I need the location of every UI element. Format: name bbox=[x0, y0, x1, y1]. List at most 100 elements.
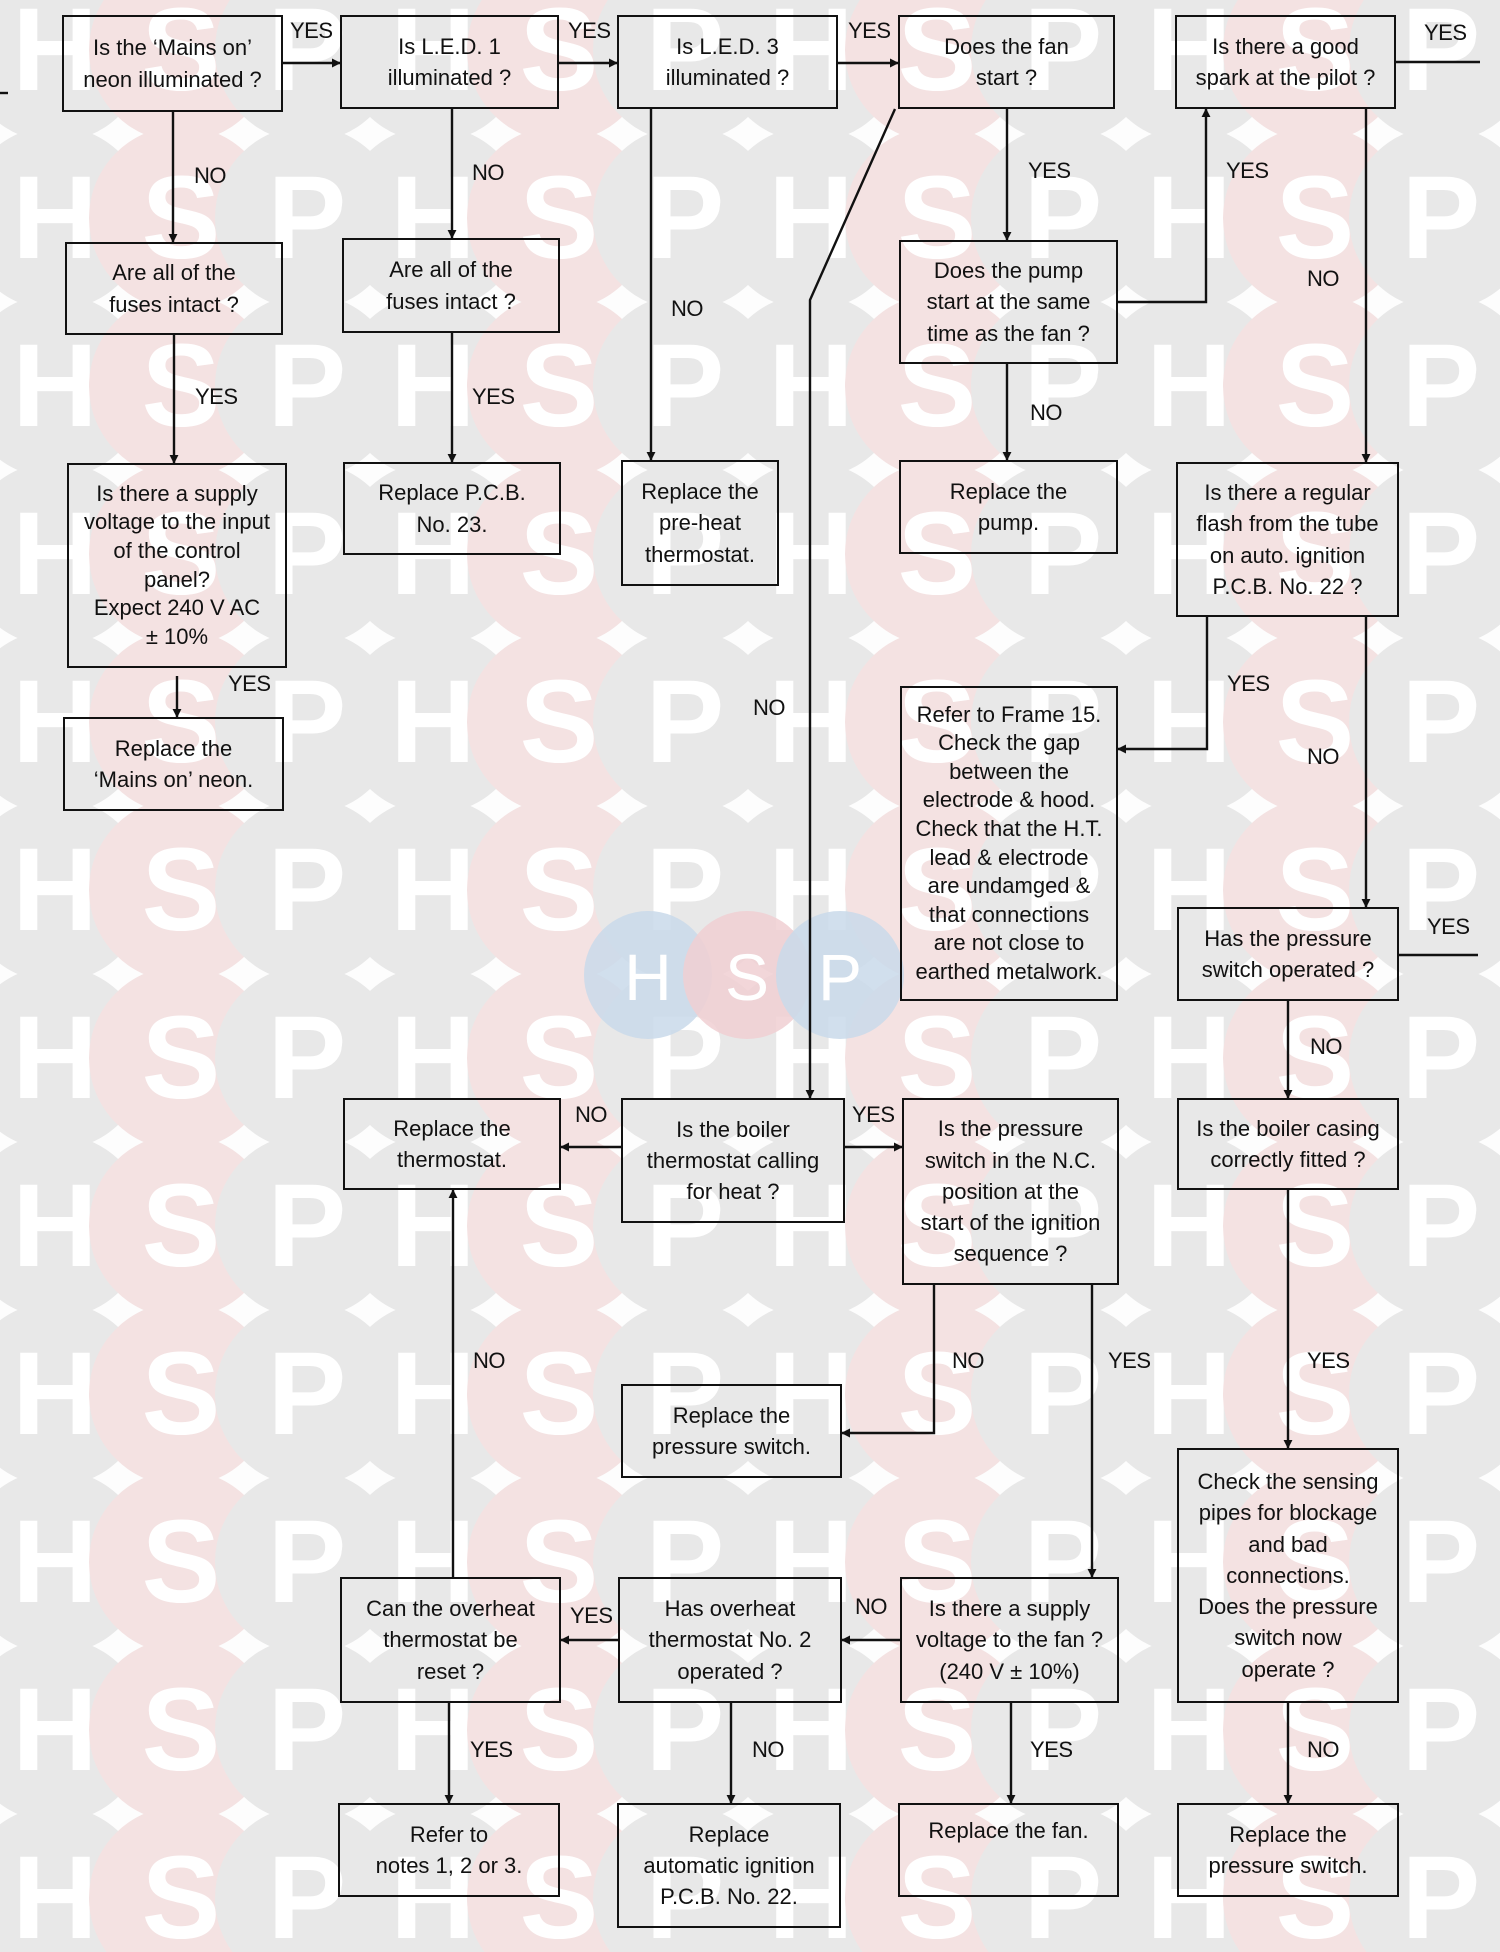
watermark-letter: P bbox=[268, 1160, 347, 1292]
watermark-letter: H bbox=[768, 1496, 853, 1628]
watermark-letter: H bbox=[1146, 1832, 1231, 1952]
watermark-letter: S bbox=[1276, 320, 1355, 452]
watermark-circle bbox=[1475, 1498, 1500, 1626]
label-no: NO bbox=[753, 695, 786, 720]
watermark-letter: S bbox=[898, 656, 977, 788]
watermark-circle bbox=[89, 126, 273, 310]
node-fuses-1-question: Are all of the fuses intact ? bbox=[65, 242, 283, 335]
watermark-letter: S bbox=[898, 992, 977, 1124]
node-mains-neon-question: Is the ‘Mains on’ neon illuminated ? bbox=[62, 15, 283, 112]
watermark-circle bbox=[1097, 1134, 1281, 1318]
watermark-circle bbox=[1349, 1470, 1500, 1654]
watermark-letter: H bbox=[1146, 0, 1231, 116]
node-supply-voltage-question: Is there a supply voltage to the input o… bbox=[67, 463, 287, 668]
label-yes: YES bbox=[1307, 1348, 1350, 1373]
node-boiler-casing-question: Is the boiler casing correctly fitted ? bbox=[1177, 1098, 1399, 1190]
watermark-circle bbox=[215, 630, 399, 814]
watermark-circle bbox=[89, 1470, 273, 1654]
watermark-letter: H bbox=[1146, 1496, 1231, 1628]
watermark-letter: S bbox=[898, 1160, 977, 1292]
label-no: NO bbox=[1307, 744, 1340, 769]
watermark-letter: S bbox=[142, 320, 221, 452]
label-no: NO bbox=[671, 296, 704, 321]
watermark-circle bbox=[845, 630, 1029, 814]
watermark-letter: P bbox=[268, 0, 347, 116]
watermark-circle bbox=[1097, 462, 1281, 646]
watermark-circle bbox=[341, 1470, 525, 1654]
watermark-circle bbox=[1349, 462, 1500, 646]
watermark-letter: P bbox=[1402, 1328, 1481, 1460]
watermark-circle bbox=[1223, 1302, 1407, 1486]
label-yes: YES bbox=[195, 384, 238, 409]
watermark-circle bbox=[1349, 1134, 1500, 1318]
watermark-letter: S bbox=[1276, 152, 1355, 284]
watermark-circle bbox=[467, 1638, 651, 1822]
watermark-circle bbox=[1475, 1834, 1500, 1952]
watermark-letter: S bbox=[142, 1160, 221, 1292]
label-yes: YES bbox=[470, 1737, 513, 1762]
connector-arrow bbox=[805, 108, 897, 1099]
watermark-circle bbox=[1475, 0, 1500, 114]
center-logo-circle bbox=[584, 911, 712, 1039]
watermark-letter: P bbox=[646, 152, 725, 284]
watermark-circle bbox=[89, 798, 273, 982]
watermark-circle bbox=[1097, 1638, 1281, 1822]
watermark-circle bbox=[1097, 798, 1281, 982]
node-overheat-no2-question: Has overheat thermostat No. 2 operated ? bbox=[618, 1577, 842, 1703]
watermark-circle bbox=[89, 294, 273, 478]
watermark-letter: S bbox=[142, 1496, 221, 1628]
watermark-circle bbox=[971, 966, 1155, 1150]
label-yes: YES bbox=[848, 18, 891, 43]
label-yes: YES bbox=[472, 384, 515, 409]
label-no: NO bbox=[1310, 1034, 1343, 1059]
watermark-letter: S bbox=[142, 152, 221, 284]
watermark-letter: H bbox=[12, 488, 97, 620]
watermark-letter: P bbox=[1402, 0, 1481, 116]
watermark-circle bbox=[719, 1302, 903, 1486]
label-no: NO bbox=[575, 1102, 608, 1127]
watermark-circle bbox=[971, 1470, 1155, 1654]
center-logo-letter: S bbox=[725, 940, 769, 1014]
watermark-letter: H bbox=[12, 152, 97, 284]
node-spark-question: Is there a good spark at the pilot ? bbox=[1175, 15, 1396, 109]
watermark-letter: P bbox=[646, 656, 725, 788]
watermark-letter: H bbox=[768, 1160, 853, 1292]
watermark-letter: S bbox=[142, 824, 221, 956]
watermark-circle bbox=[1349, 1638, 1500, 1822]
watermark-circle bbox=[1349, 1806, 1500, 1952]
watermark-circle bbox=[719, 1134, 903, 1318]
node-replace-pcb23: Replace P.C.B. No. 23. bbox=[343, 462, 561, 555]
watermark-circle bbox=[341, 630, 525, 814]
watermark-letter: S bbox=[898, 1664, 977, 1796]
watermark-circle bbox=[341, 294, 525, 478]
watermark-letter: P bbox=[268, 992, 347, 1124]
label-no: NO bbox=[473, 1348, 506, 1373]
watermark-circle bbox=[971, 294, 1155, 478]
label-yes: YES bbox=[568, 18, 611, 43]
watermark-circle bbox=[593, 1470, 777, 1654]
label-yes: YES bbox=[228, 671, 271, 696]
watermark-letter: P bbox=[646, 1832, 725, 1952]
watermark-circle bbox=[593, 630, 777, 814]
watermark-letter: H bbox=[12, 1664, 97, 1796]
watermark-circle bbox=[845, 1470, 1029, 1654]
node-check-sensing-pipes: Check the sensing pipes for blockage and… bbox=[1177, 1448, 1399, 1703]
watermark-circle bbox=[1349, 966, 1500, 1150]
center-logo-circle bbox=[776, 911, 904, 1039]
watermark-letter: H bbox=[390, 1328, 475, 1460]
watermark-letter: H bbox=[1146, 1328, 1231, 1460]
watermark-circle bbox=[1349, 630, 1500, 814]
watermark-circle bbox=[719, 126, 903, 310]
watermark-letter: P bbox=[268, 320, 347, 452]
connector-arrow bbox=[1117, 617, 1209, 754]
watermark-circle bbox=[1475, 826, 1500, 954]
label-yes: YES bbox=[1030, 1737, 1073, 1762]
watermark-circle bbox=[467, 630, 651, 814]
watermark-circle bbox=[89, 1302, 273, 1486]
watermark-circle bbox=[215, 126, 399, 310]
watermark-letter: H bbox=[1146, 992, 1231, 1124]
watermark-letter: P bbox=[1402, 488, 1481, 620]
watermark-circle bbox=[593, 294, 777, 478]
watermark-letter: H bbox=[390, 656, 475, 788]
watermark-letter: P bbox=[646, 0, 725, 116]
